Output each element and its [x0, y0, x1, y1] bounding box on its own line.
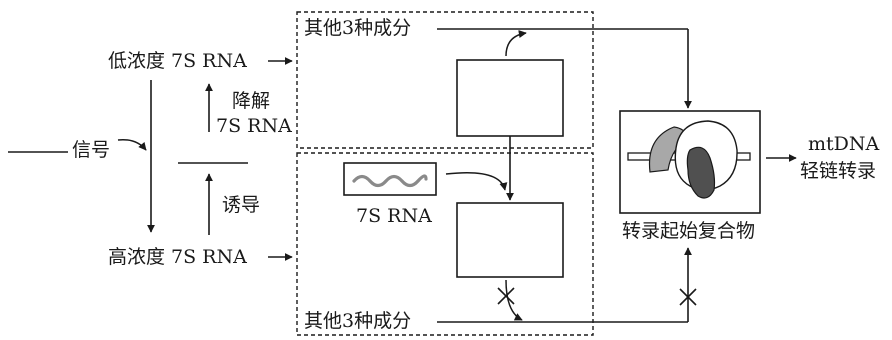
rna-to-box-arrow — [446, 173, 505, 190]
output-label-line1: mtDNA — [808, 133, 879, 155]
bottom-components-label: 其他3种成分 — [304, 310, 411, 332]
signal-label: 信号 — [72, 139, 110, 161]
complex-label: 转录起始复合物 — [622, 220, 755, 242]
output-label-line2: 轻链转录 — [800, 160, 876, 182]
degrade-label-line2: 7S RNA — [216, 115, 292, 137]
rna-box-label: 7S RNA — [356, 205, 432, 227]
top-blank-box — [457, 60, 563, 136]
low-concentration-label: 低浓度 7S RNA — [108, 50, 247, 72]
signal-arrow — [118, 140, 146, 150]
bottom-box-curl-arrow — [506, 280, 522, 320]
induce-label: 诱导 — [222, 194, 260, 216]
top-components-label: 其他3种成分 — [304, 17, 411, 39]
bottom-blank-box — [457, 203, 563, 277]
top-box-curl-arrow — [506, 33, 526, 56]
degrade-label-line1: 降解 — [232, 90, 270, 112]
high-concentration-label: 高浓度 7S RNA — [108, 246, 247, 268]
